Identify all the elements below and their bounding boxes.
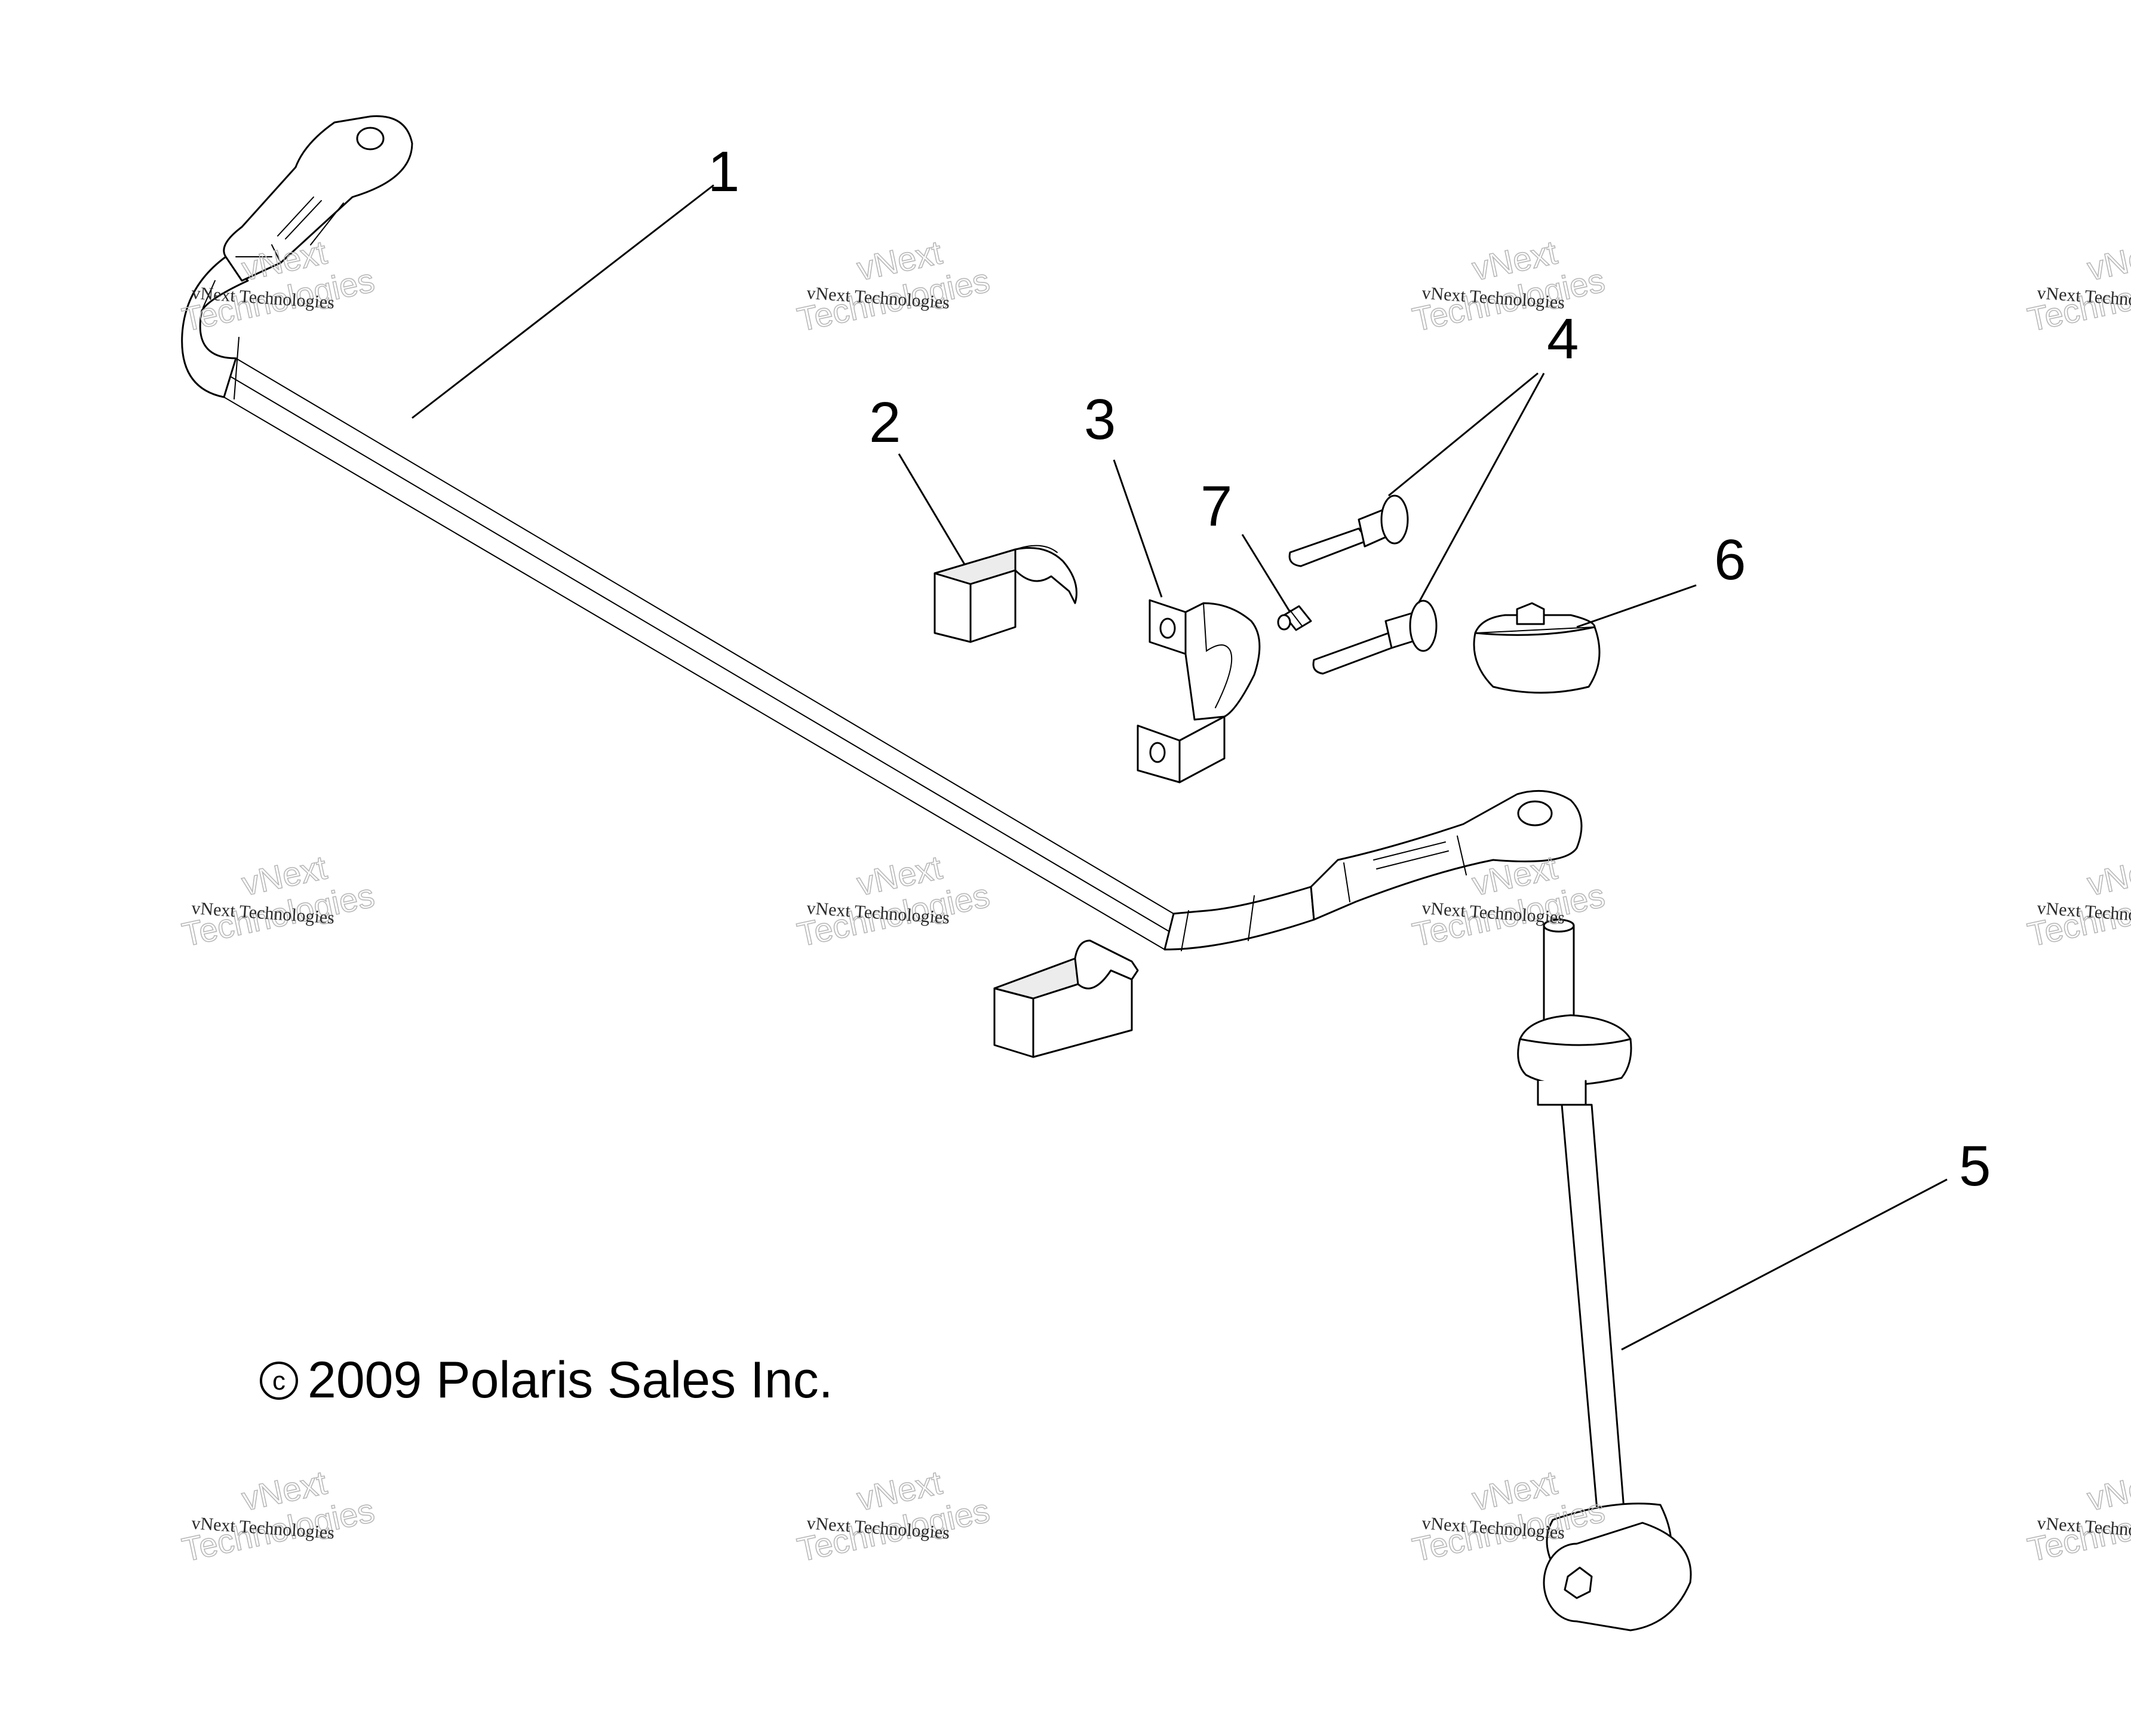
leader-2 — [898, 453, 966, 565]
callout-6: 6 — [1714, 528, 1746, 592]
watermark-brand: vNext — [2084, 233, 2131, 287]
callout-3: 3 — [1084, 388, 1116, 451]
bushing-clamp — [1137, 599, 1261, 783]
leader-6 — [1576, 584, 1697, 628]
copyright-icon — [260, 1362, 298, 1400]
leader-4a — [1388, 372, 1539, 497]
flange-bolt-upper — [1288, 494, 1409, 567]
stabilizer-bar — [181, 115, 1583, 951]
leader-4b — [1417, 373, 1545, 604]
copyright-symbol: c — [272, 1366, 285, 1396]
callout-5: 5 — [1959, 1134, 1991, 1198]
bushing-lower — [993, 939, 1139, 1058]
callout-2: 2 — [869, 391, 901, 454]
watermark-brand: vNext — [2084, 1463, 2131, 1517]
copyright-text: 2009 Polaris Sales Inc. — [308, 1351, 833, 1409]
leader-1 — [412, 184, 714, 419]
leader-lines — [412, 184, 1948, 1351]
callout-4: 4 — [1547, 307, 1579, 371]
rubber-mount — [1473, 602, 1601, 694]
watermark-brand: vNext — [2084, 848, 2131, 902]
bushing-upper — [934, 545, 1077, 643]
flange-bolt-lower — [1312, 600, 1438, 675]
copyright-notice: c 2009 Polaris Sales Inc. — [260, 1351, 833, 1409]
leader-7 — [1241, 534, 1291, 613]
leader-3 — [1113, 459, 1163, 598]
stabilizer-link — [1517, 918, 1692, 1631]
callout-7: 7 — [1200, 474, 1232, 538]
grease-fitting — [1277, 605, 1312, 631]
callout-labels: 1 2 3 4 5 6 7 — [708, 140, 1991, 1198]
callout-1: 1 — [708, 140, 739, 204]
leader-5 — [1621, 1178, 1948, 1351]
